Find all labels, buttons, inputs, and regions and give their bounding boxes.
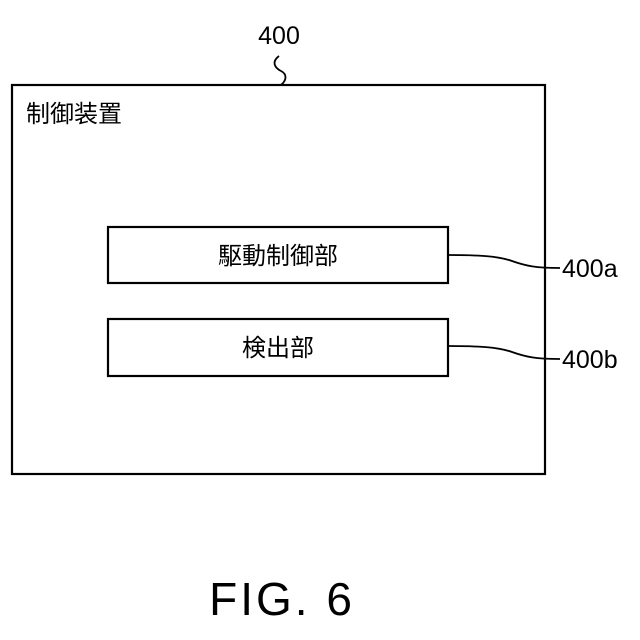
device-ref-label: 400 [258,22,300,50]
device-leader-line [275,56,286,85]
component-leader-line-400b [448,346,560,359]
component-ref-label-400b: 400b [562,346,618,374]
component-ref-label-400a: 400a [562,255,618,283]
component-label-detection: 検出部 [242,334,314,362]
component-leader-line-400a [448,255,560,268]
device-title: 制御装置 [26,100,122,128]
device-box [12,85,545,474]
component-label-drive-control: 駆動制御部 [218,242,338,270]
figure-caption: FIG. 6 [209,573,355,625]
